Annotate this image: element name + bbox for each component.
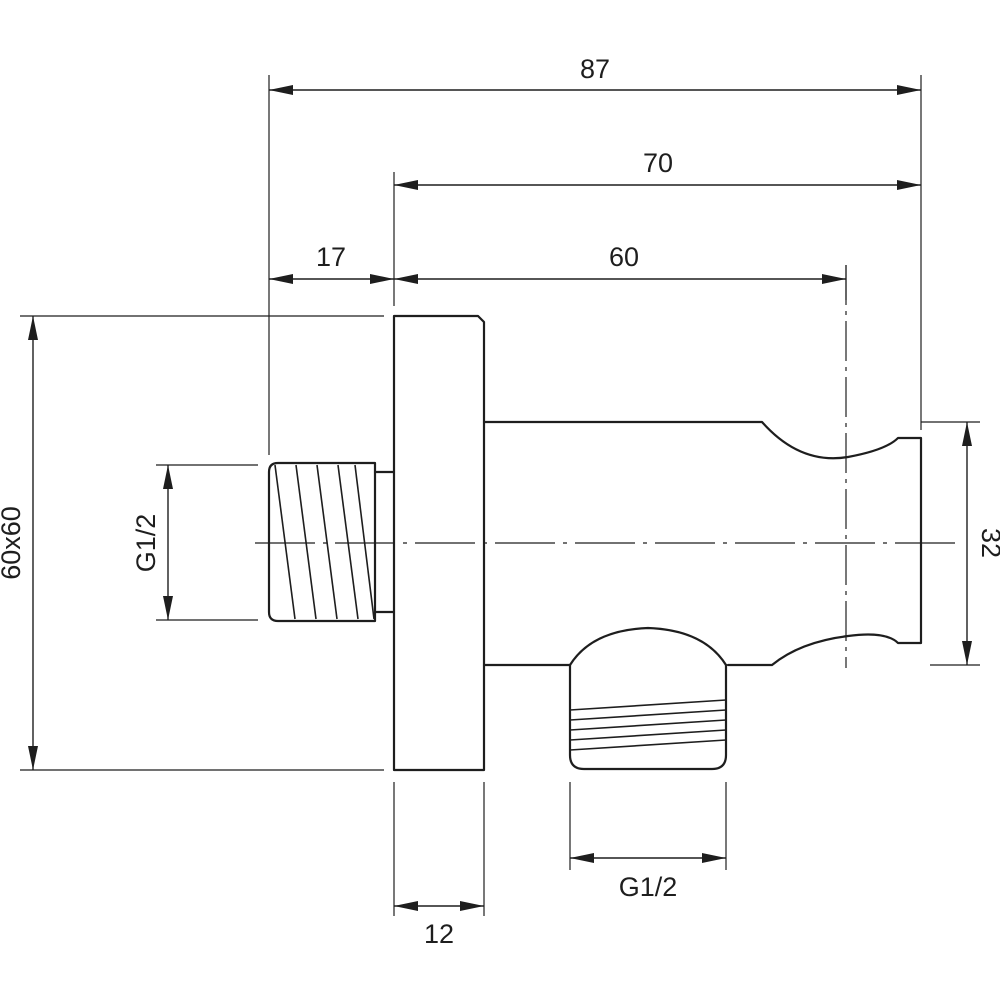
outlet-connector	[568, 626, 728, 771]
label-outlet-thread: G1/2	[619, 872, 678, 902]
wall-connector-part	[267, 314, 923, 772]
label-rosette-size: 60x60	[0, 506, 26, 580]
label-overall-length: 87	[580, 54, 610, 84]
label-rear-thread-length: 17	[316, 242, 346, 272]
label-body-length: 70	[643, 148, 673, 178]
holder-body	[482, 420, 923, 667]
label-holder-height: 32	[976, 528, 1000, 558]
rosette-plate	[392, 314, 486, 772]
dimension-lines	[28, 85, 972, 911]
label-rosette-thickness: 12	[424, 919, 454, 949]
dimension-labels: 87 70 17 60 12 G1/2 60x60 G1/2 32	[0, 54, 1000, 949]
center-lines	[255, 265, 960, 668]
label-holder-position: 60	[609, 242, 639, 272]
rear-thread-connector	[267, 461, 396, 623]
label-rear-thread: G1/2	[131, 514, 161, 573]
extension-lines	[20, 75, 980, 916]
